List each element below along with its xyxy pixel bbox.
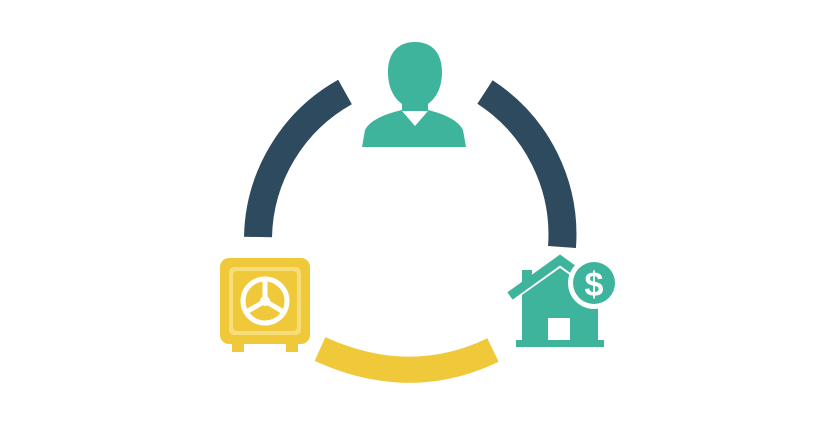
dollar-sign: $ xyxy=(585,266,604,304)
bottom-arc xyxy=(314,337,499,383)
house-dollar-icon: $ xyxy=(507,254,620,347)
left-arc xyxy=(244,79,353,238)
safe-icon xyxy=(220,258,310,352)
dollar-badge xyxy=(573,262,615,304)
safe-dial xyxy=(240,276,290,326)
house-door xyxy=(548,318,570,340)
right-arc xyxy=(477,80,577,249)
person-icon xyxy=(362,42,466,147)
